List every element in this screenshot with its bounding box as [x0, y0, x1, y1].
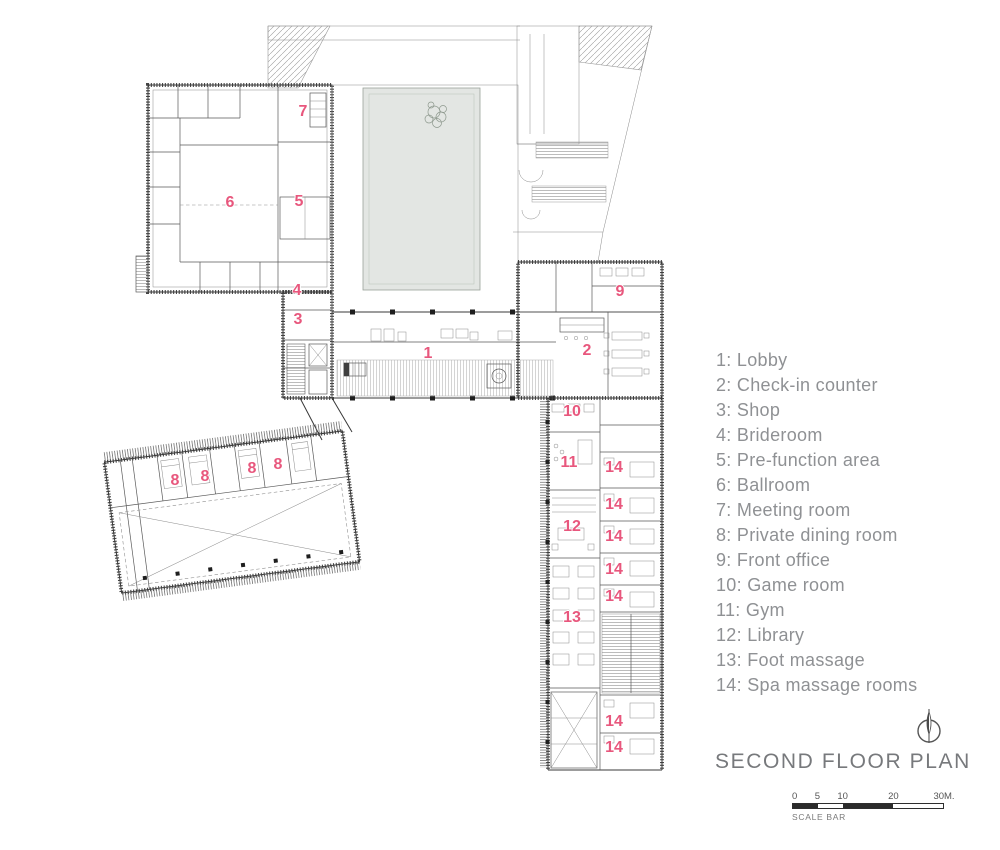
dining-block	[102, 420, 362, 602]
scale-segment	[818, 804, 843, 808]
adjacent-structure	[267, 25, 653, 263]
office-furniture	[599, 267, 650, 377]
massage-recliners	[552, 565, 595, 666]
legend-item-11: 11: Gym	[716, 600, 785, 620]
scale-segment	[842, 804, 894, 808]
legend-item-14: 14: Spa massage rooms	[716, 675, 918, 695]
scale-segment	[893, 804, 943, 808]
legend-item-2: 2: Check-in counter	[716, 375, 878, 395]
scale-tick: 0	[792, 791, 798, 802]
library-shelves	[551, 497, 596, 551]
courtyard-pool	[331, 84, 519, 313]
scale-ticks: 0 5 10 20 30M.	[792, 791, 955, 802]
legend-item-4: 4: Brideroom	[716, 425, 823, 445]
legend-item-10: 10: Game room	[716, 575, 845, 595]
scale-bar-caption: SCALE BAR	[792, 812, 847, 822]
spa-room-fixtures	[603, 457, 655, 755]
gym-equipment	[553, 439, 593, 465]
stair-core	[550, 691, 598, 769]
lobby-furniture	[370, 328, 513, 342]
north-arrow-icon	[917, 709, 941, 743]
page-title: SECOND FLOOR PLAN	[715, 750, 971, 773]
legend: 1: Lobby 2: Check-in counter 3: Shop 4: Bri…	[716, 348, 917, 698]
tree-icon	[424, 101, 447, 128]
legend-item-7: 7: Meeting room	[716, 500, 851, 520]
legend-item-6: 6: Ballroom	[716, 475, 811, 495]
columns	[545, 420, 550, 744]
shop-connector	[281, 290, 334, 400]
game-room-furniture	[551, 403, 595, 413]
dining-room-tables	[160, 441, 312, 489]
columns	[142, 549, 344, 581]
legend-item-1: 1: Lobby	[716, 350, 788, 370]
legend-item-12: 12: Library	[716, 625, 805, 645]
scale-tick: 30M.	[933, 791, 955, 802]
scale-bar-graphic	[792, 803, 944, 809]
legend-item-13: 13: Foot massage	[716, 650, 865, 670]
ballroom-block	[135, 83, 334, 294]
scale-segment	[793, 804, 819, 808]
scale-tick: 20	[888, 791, 899, 802]
scale-tick: 10	[837, 791, 848, 802]
legend-item-9: 9: Front office	[716, 550, 831, 570]
legend-item-8: 8: Private dining room	[716, 525, 898, 545]
legend-item-5: 5: Pre-function area	[716, 450, 881, 470]
scale-tick: 5	[814, 791, 821, 802]
spa-wing	[540, 398, 664, 771]
swimming-pool	[362, 87, 481, 291]
scale-bar: 0 5 10 20 30M. SCALE BAR	[792, 791, 955, 822]
legend-item-3: 3: Shop	[716, 400, 781, 420]
front-office-block	[516, 260, 664, 400]
lobby-strip	[331, 309, 662, 401]
